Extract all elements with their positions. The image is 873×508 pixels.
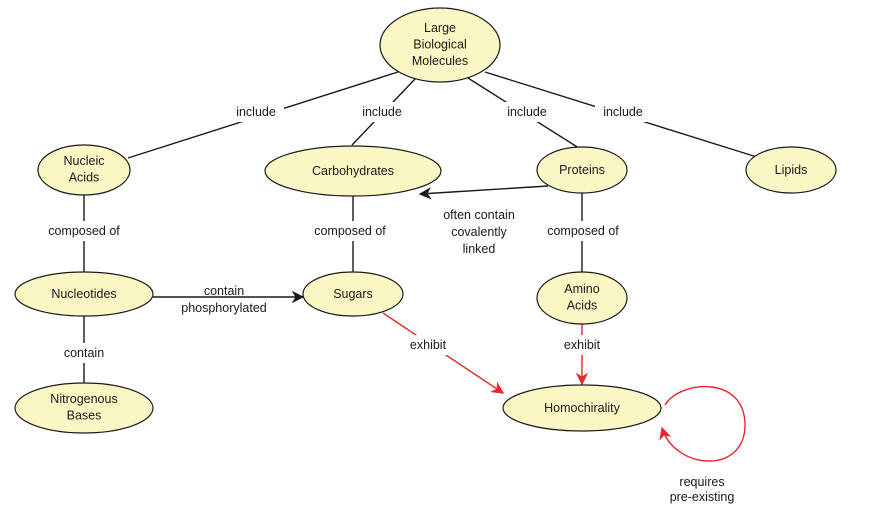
label-bg-proteins-composed-of: [537, 221, 629, 241]
node-shape-nitrogenous-bases: [14, 382, 154, 434]
node-carbohydrates: Carbohydrates: [264, 145, 442, 197]
node-label-large-biological-molecules-line-3: Molecules: [412, 54, 468, 68]
link-label-sugars-exhibit-line-1: exhibit: [410, 338, 447, 352]
link-label-contain-phosphorylated-line-1: contain: [204, 284, 244, 298]
node-label-nucleic-acids-line-1: Nucleic: [64, 154, 105, 168]
link-label-requires-pre-existing-line-1: requires: [679, 475, 724, 489]
node-label-amino-acids-line-1: Amino: [564, 282, 599, 296]
link-label-nucleic-composed-of: composed of: [48, 224, 120, 238]
node-sugars: Sugars: [302, 271, 404, 317]
link-label-sugars-exhibit: exhibit: [410, 338, 447, 352]
node-label-proteins: Proteins: [559, 163, 605, 177]
node-label-nucleotides-line-1: Nucleotides: [51, 287, 116, 301]
label-bg-often-contain: [434, 206, 524, 258]
link-label-nucleic-composed-of-line-1: composed of: [48, 224, 120, 238]
label-bg-nucleic-composed-of: [38, 221, 130, 241]
node-shape-lipids: [745, 146, 837, 194]
node-shape-proteins: [536, 146, 628, 194]
node-label-nucleic-acids-line-2: Acids: [69, 171, 100, 185]
label-bg-carbohydrates-composed-of: [306, 221, 398, 241]
node-label-lipids: Lipids: [775, 163, 808, 177]
connectors: [83, 71, 761, 462]
link-label-include-proteins-line-1: include: [507, 105, 547, 119]
link-label-carbohydrates-composed-of: composed of: [314, 224, 386, 238]
node-lipids: Lipids: [745, 146, 837, 194]
link-label-often-contain-covalently-linked-line-3: linked: [463, 242, 496, 256]
link-label-contain-phosphorylated-line-2: phosphorylated: [181, 301, 267, 315]
node-label-carbohydrates-line-1: Carbohydrates: [312, 164, 394, 178]
node-shape-carbohydrates: [264, 145, 442, 197]
link-label-often-contain-covalently-linked-line-1: often contain: [443, 208, 515, 222]
label-bg-include-nucleic: [228, 102, 284, 122]
node-label-carbohydrates: Carbohydrates: [312, 164, 394, 178]
node-shape-nucleic-acids: [37, 144, 131, 196]
link-label-include-lipids: include: [603, 105, 643, 119]
link-label-include-nucleic: include: [236, 105, 276, 119]
node-label-large-biological-molecules-line-2: Biological: [413, 38, 467, 52]
label-bg-include-carbohydrates: [354, 102, 410, 122]
label-bg-include-proteins: [499, 102, 555, 122]
link-label-include-carbohydrates: include: [362, 105, 402, 119]
link-label-nucleotides-contain-line-1: contain: [64, 346, 104, 360]
link-labels: include include include include composed…: [38, 102, 734, 504]
node-label-sugars-line-1: Sugars: [333, 287, 373, 301]
node-label-nitrogenous-bases-line-1: Nitrogenous: [50, 392, 117, 406]
node-proteins: Proteins: [536, 146, 628, 194]
link-label-amino-exhibit: exhibit: [564, 338, 601, 352]
label-bg-sugars-exhibit: [402, 335, 454, 355]
node-label-sugars: Sugars: [333, 287, 373, 301]
link-label-include-carbohydrates-line-1: include: [362, 105, 402, 119]
link-label-requires-pre-existing-line-2: pre-existing: [670, 490, 735, 504]
label-bg-include-lipids: [595, 102, 651, 122]
label-bg-nucleotides-contain: [56, 343, 112, 363]
node-shape-sugars: [302, 271, 404, 317]
link-label-often-contain-covalently-linked: often contain covalently linked: [443, 208, 515, 256]
link-label-proteins-composed-of-line-1: composed of: [547, 224, 619, 238]
link-label-include-lipids-line-1: include: [603, 105, 643, 119]
link-label-include-proteins: include: [507, 105, 547, 119]
node-homochirality: Homochirality: [502, 384, 662, 432]
node-label-homochirality-line-1: Homochirality: [544, 401, 620, 415]
label-bg-contain-phosphorylated: [172, 300, 276, 318]
link-label-amino-exhibit-line-1: exhibit: [564, 338, 601, 352]
node-shape-amino-acids: [536, 271, 628, 325]
link-label-nucleotides-contain: contain: [64, 346, 104, 360]
connector-homochirality-self-loop: [659, 385, 746, 462]
link-label-include-nucleic-line-1: include: [236, 105, 276, 119]
label-bg-amino-exhibit: [556, 335, 608, 355]
node-label-large-biological-molecules-line-1: Large: [424, 21, 456, 35]
node-label-amino-acids-line-2: Acids: [567, 299, 598, 313]
link-label-often-contain-covalently-linked-line-2: covalently: [451, 225, 507, 239]
link-label-contain-phosphorylated: contain phosphorylated: [181, 284, 267, 315]
node-shape-nucleotides: [14, 271, 154, 317]
link-label-carbohydrates-composed-of-line-1: composed of: [314, 224, 386, 238]
node-shape-homochirality: [502, 384, 662, 432]
node-label-proteins-line-1: Proteins: [559, 163, 605, 177]
node-label-nitrogenous-bases-line-2: Bases: [67, 409, 102, 423]
node-label-nucleotides: Nucleotides: [51, 287, 116, 301]
node-label-homochirality: Homochirality: [544, 401, 620, 415]
node-nucleotides: Nucleotides: [14, 271, 154, 317]
connector-proteins-to-carbohydrates: [418, 185, 549, 200]
node-shape-large-biological-molecules: [379, 7, 501, 83]
link-label-proteins-composed-of: composed of: [547, 224, 619, 238]
node-label-lipids-line-1: Lipids: [775, 163, 808, 177]
